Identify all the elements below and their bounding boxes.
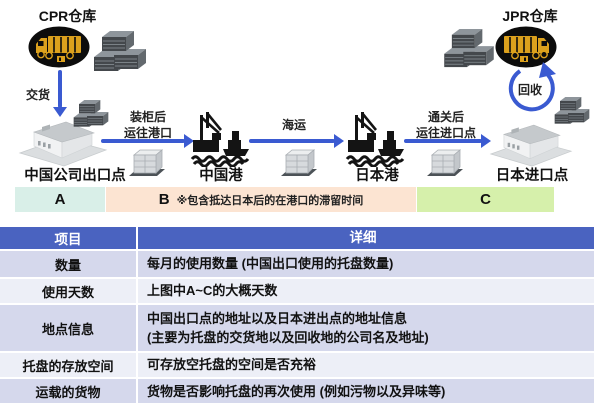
pallet-stack-icon [553,97,591,125]
row-detail: 上图中A~C的大概天数 [147,283,278,299]
node-japan-import-label: 日本进口点 [495,168,569,184]
table-header-row: 项目 详细 [0,227,594,249]
table-row: 使用天数 上图中A~C的大概天数 [0,279,594,303]
phase-band-a: A [15,187,105,212]
row-detail: 每月的使用数量 (中国出口使用的托盘数量) [147,256,394,272]
delivery-arrow [53,70,66,117]
row-item: 运载的货物 [0,379,138,403]
truck-icon [28,26,90,68]
pallet-icon [280,149,318,177]
band-b-note: ※包含抵达日本后的在港口的滞留时间 [176,194,364,207]
recycle-arrow-icon [508,62,556,112]
header-item: 项目 [0,227,138,249]
row-item: 使用天数 [0,279,138,303]
row-detail: 中国出口点的地址以及日本进出点的地址信息 (主要为托盘的交货地以及回收地的公司名… [147,310,429,346]
phase-band-c: C [417,187,554,212]
node-china-export-label: 中国公司出口点 [24,168,126,184]
cpr-warehouse-label: CPR仓库 [38,8,97,24]
arrow-label-to-japan-import: 通关后 运往进口点 [415,110,476,140]
table-row: 数量 每月的使用数量 (中国出口使用的托盘数量) [0,251,594,277]
row-detail: 可存放空托盘的空间是否充裕 [147,357,317,373]
row-item: 地点信息 [0,305,138,351]
pallet-icon [426,149,464,177]
details-table: 项目 详细 数量 每月的使用数量 (中国出口使用的托盘数量) 使用天数 上图中A… [0,227,594,403]
table-row: 地点信息 中国出口点的地址以及日本进出点的地址信息 (主要为托盘的交货地以及回收… [0,305,594,351]
table-row: 运载的货物 货物是否影响托盘的再次使用 (例如污物以及异味等) [0,379,594,403]
table-row: 托盘的存放空间 可存放空托盘的空间是否充裕 [0,353,594,377]
row-detail: 货物是否影响托盘的再次使用 (例如污物以及异味等) [147,383,446,399]
delivery-label: 交货 [26,88,51,102]
band-b-letter: B [158,191,170,208]
jpr-warehouse-label: JPR仓库 [502,8,558,24]
arrow-label-sea: 海运 [281,118,306,132]
header-detail: 详细 [349,229,377,245]
recycle-label: 回收 [518,83,543,97]
node-japan-port-label: 日本港 [355,168,399,184]
row-item: 数量 [0,251,138,277]
port-icon [190,110,251,167]
band-a-letter: A [54,191,66,208]
phase-band-b: B ※包含抵达日本后的在港口的滞留时间 [106,187,416,212]
pallet-stack-icon [94,31,146,73]
pallet-icon [128,149,166,177]
node-china-port-label: 中国港 [199,168,243,184]
arrow-label-to-china-port: 装柜后 运往港口 [123,110,172,140]
band-c-letter: C [480,191,491,208]
pallet-stack-icon [444,29,494,69]
flow-arrow-sea [249,134,344,147]
row-item: 托盘的存放空间 [0,353,138,377]
flow-arrow-to-japan-import [404,134,491,147]
flow-arrow-to-china-port [101,134,194,147]
